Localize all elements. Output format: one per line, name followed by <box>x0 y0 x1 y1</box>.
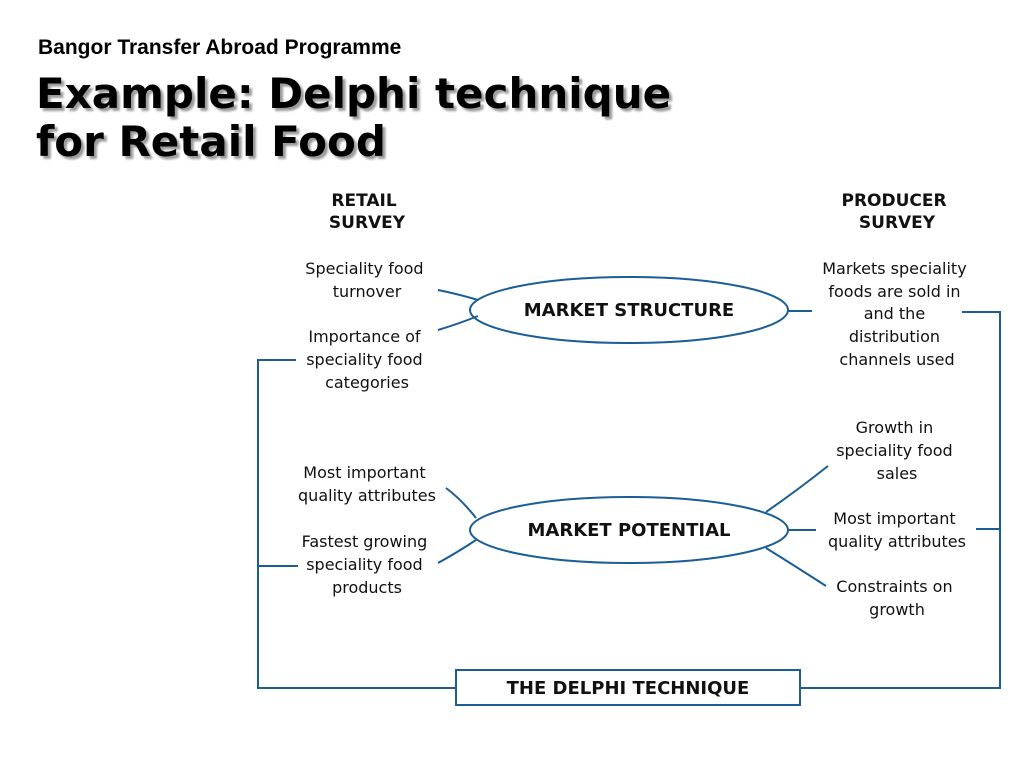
producer-item-markets: Markets speciality foods are sold in and… <box>822 259 972 369</box>
market-structure-label: MARKET STRUCTURE <box>524 300 734 321</box>
conn-constraints <box>765 547 827 587</box>
market-structure-oval <box>469 276 789 344</box>
delphi-technique-label: THE DELPHI TECHNIQUE <box>507 678 750 699</box>
producer-item-growth: Growth in speciality food sales <box>836 418 958 483</box>
producer-survey-header: PRODUCER SURVEY <box>841 191 952 233</box>
slide-title: Example: Delphi technique for Retail Foo… <box>36 70 671 166</box>
left-bracket-line <box>257 359 456 689</box>
title-line-2: for Retail Food <box>36 117 386 166</box>
title-line-1: Example: Delphi technique <box>36 69 672 118</box>
retail-survey-header: RETAIL SURVEY <box>329 191 406 233</box>
right-bracket-line <box>800 311 1001 689</box>
retail-item-turnover: Speciality food turnover <box>305 259 428 301</box>
market-potential-label: MARKET POTENTIAL <box>527 520 730 541</box>
producer-item-constraints: Constraints on growth <box>836 577 957 619</box>
market-potential-oval <box>469 496 789 564</box>
producer-item-quality: Most important quality attributes <box>828 509 966 551</box>
conn-turnover <box>437 289 479 301</box>
conn-retail-quality <box>445 487 477 519</box>
conn-growing <box>437 539 477 564</box>
conn-growth <box>765 465 829 513</box>
retail-item-categories: Importance of speciality food categories <box>306 327 428 392</box>
delphi-technique-box <box>455 669 801 706</box>
retail-item-quality: Most important quality attributes <box>298 463 436 505</box>
retail-item-growing: Fastest growing speciality food products <box>302 532 433 597</box>
slide-subtitle: Bangor Transfer Abroad Programme <box>38 36 402 59</box>
conn-categories <box>437 315 479 331</box>
